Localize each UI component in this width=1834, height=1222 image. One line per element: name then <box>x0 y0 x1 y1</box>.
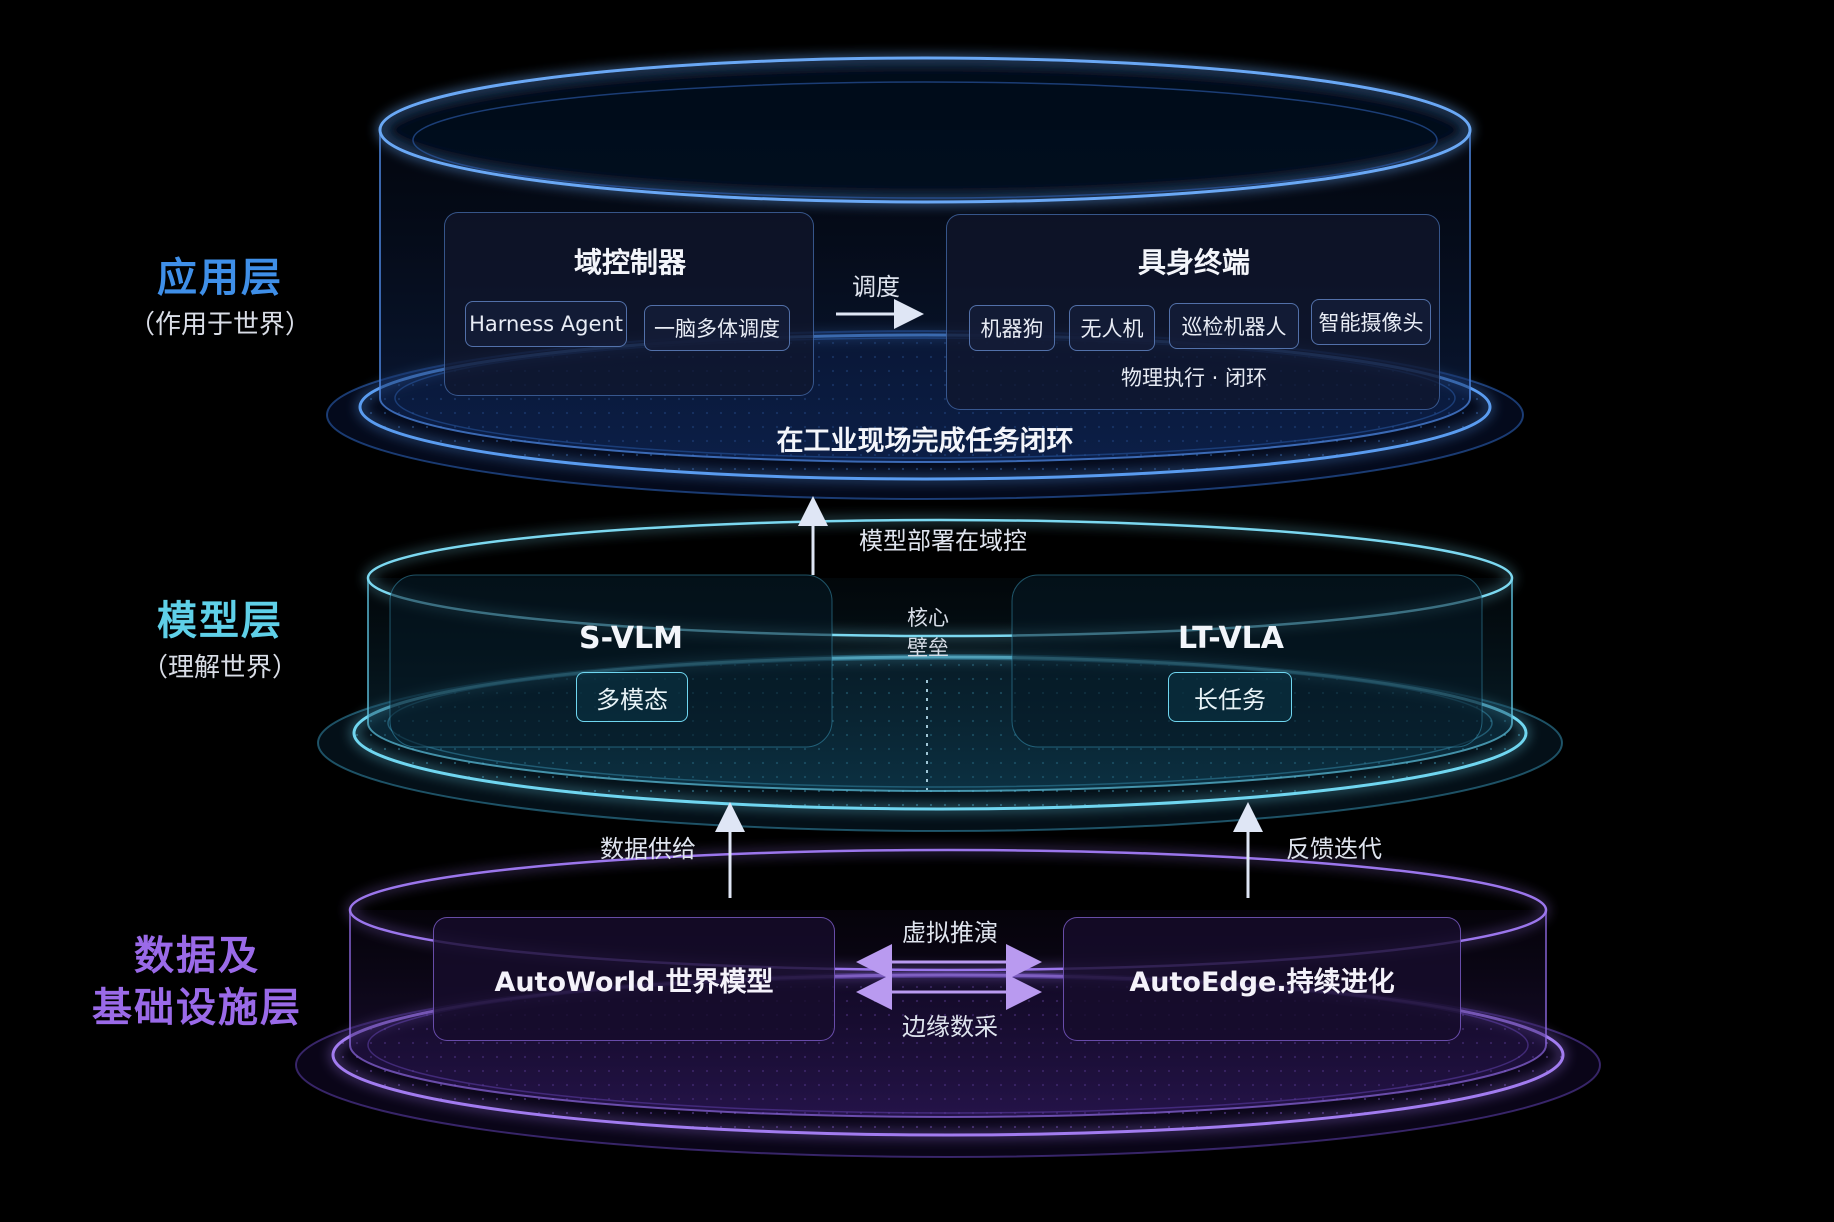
deploy-label: 模型部署在域控 <box>859 526 1027 555</box>
long-task-tag: 长任务 <box>1168 672 1292 722</box>
virtual-simulation-label: 虚拟推演 <box>902 918 998 947</box>
embodied-terminal-panel: 具身终端 机器狗 无人机 巡检机器人 智能摄像头 物理执行 · 闭环 <box>946 214 1440 410</box>
multimodal-tag: 多模态 <box>576 672 688 722</box>
dispatch-label: 调度 <box>852 272 900 301</box>
autoedge-box: AutoEdge.持续进化 <box>1063 917 1461 1041</box>
domain-controller-panel: 域控制器 Harness Agent 一脑多体调度 <box>444 212 814 396</box>
embodied-terminal-title: 具身终端 <box>1137 246 1250 279</box>
core-barrier-line2: 壁垒 <box>907 636 949 660</box>
infra-layer-title-line1: 数据及 <box>134 933 260 979</box>
physical-execution-caption: 物理执行 · 闭环 <box>1120 366 1268 390</box>
model-layer-label: 模型层 （理解世界） <box>90 595 350 684</box>
application-layer-title: 应用层 <box>157 255 283 301</box>
harness-agent-chip: Harness Agent <box>465 301 627 347</box>
model-layer-title: 模型层 <box>157 598 283 644</box>
domain-controller-title: 域控制器 <box>573 246 686 279</box>
one-brain-multi-body-chip: 一脑多体调度 <box>644 305 790 351</box>
edge-data-collection-label: 边缘数采 <box>902 1012 998 1041</box>
model-layer-subtitle: （理解世界） <box>141 653 298 683</box>
autoworld-box: AutoWorld.世界模型 <box>433 917 835 1041</box>
application-layer-subtitle: （作用于世界） <box>128 310 311 340</box>
infra-layer-label: 数据及 基础设施层 <box>72 930 322 1034</box>
lt-vla-title: LT-VLA <box>1177 620 1285 656</box>
robot-dog-chip: 机器狗 <box>969 305 1055 351</box>
data-supply-label: 数据供给 <box>600 834 696 863</box>
model-cylinder <box>317 518 1563 832</box>
smart-camera-chip: 智能摄像头 <box>1311 299 1431 345</box>
core-barrier-line1: 核心 <box>907 606 949 630</box>
feedback-iteration-label: 反馈迭代 <box>1286 834 1382 863</box>
application-rim-label: 在工业现场完成任务闭环 <box>776 425 1074 457</box>
infra-layer-title-line2: 基础设施层 <box>92 985 302 1031</box>
drone-chip: 无人机 <box>1069 305 1155 351</box>
s-vlm-title: S-VLM <box>578 620 684 656</box>
inspection-robot-chip: 巡检机器人 <box>1169 303 1299 349</box>
application-layer-label: 应用层 （作用于世界） <box>90 252 350 341</box>
